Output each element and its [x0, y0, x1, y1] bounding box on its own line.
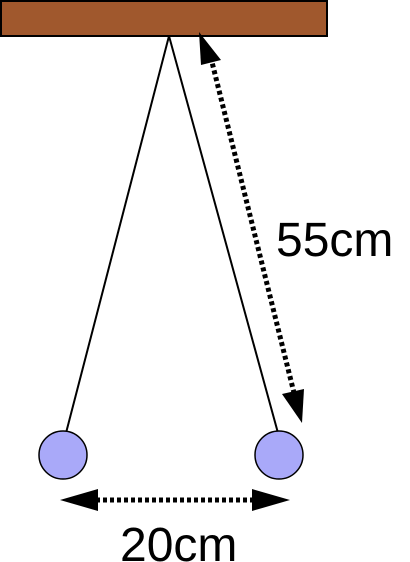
- separation-dimension-arrow: [60, 489, 290, 511]
- length-arrowhead-top: [199, 32, 221, 65]
- right-bob: [254, 430, 304, 480]
- right-string: [168, 35, 279, 434]
- ceiling-beam: [0, 0, 328, 37]
- length-dimension-arrow: [199, 32, 304, 423]
- separation-label: 20cm: [120, 519, 237, 562]
- length-arrowhead-bottom: [282, 389, 304, 423]
- separation-arrowhead-left: [60, 489, 98, 511]
- string-length-label: 55cm: [276, 214, 393, 267]
- separation-arrowhead-right: [252, 489, 290, 511]
- left-string: [65, 35, 170, 434]
- left-bob: [38, 430, 88, 480]
